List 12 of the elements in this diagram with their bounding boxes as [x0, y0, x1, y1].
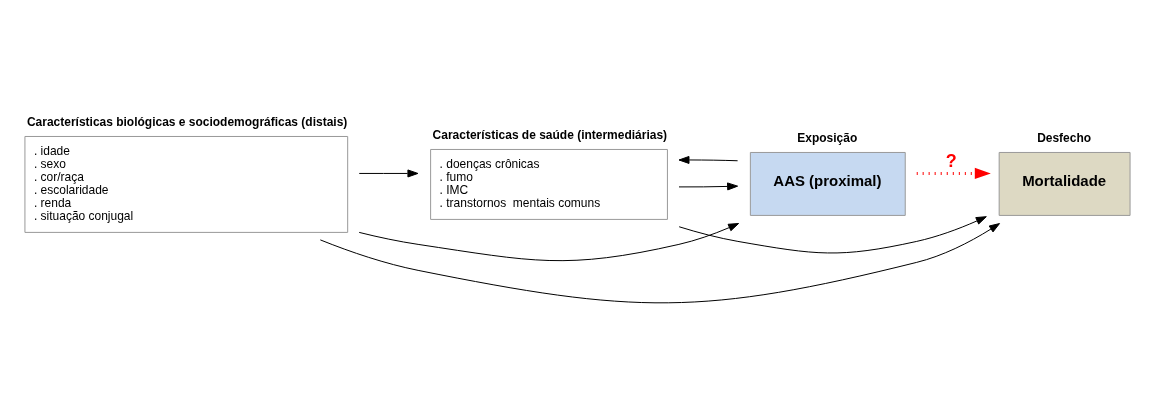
node-label: Características biológicas e sociodemográficas (distais): [26, 115, 348, 130]
node-label: Características de saúde (intermediárias): [432, 128, 668, 143]
arrow: [358, 223, 740, 262]
arrow: [678, 216, 987, 254]
arrow: [916, 167, 991, 180]
arrow: [358, 169, 419, 178]
node-label: Desfecho: [1037, 131, 1092, 146]
edge-label: ?: [945, 150, 957, 171]
arrow: [678, 155, 739, 164]
arrow: [678, 182, 739, 191]
node-label: Exposição: [797, 131, 858, 146]
arrow: [319, 223, 1001, 304]
